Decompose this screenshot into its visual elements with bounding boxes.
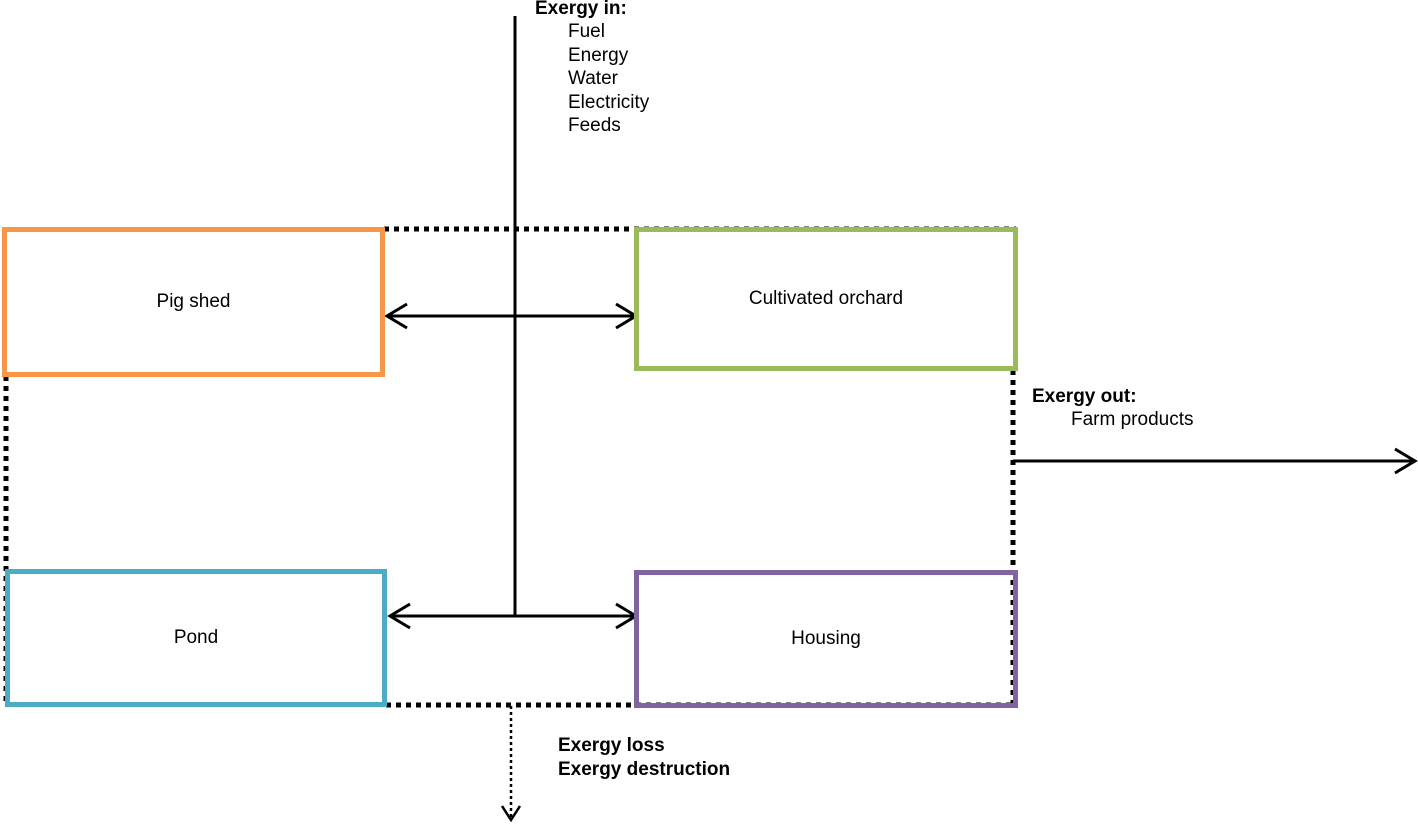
- pig-shed-box: Pig shed: [2, 227, 385, 377]
- pig-shed-label: Pig shed: [156, 291, 231, 312]
- exergy-in-item-electricity: Electricity: [568, 91, 650, 113]
- housing-label: Housing: [791, 628, 861, 649]
- exergy-loss-label: Exergy loss: [558, 735, 665, 756]
- exergy-loss-arrow: [500, 706, 522, 823]
- pond-box: Pond: [5, 569, 387, 707]
- exergy-in-item-feeds: Feeds: [568, 115, 621, 136]
- exergy-in-list: Fuel Energy Water Electricity Feeds: [568, 20, 649, 138]
- exergy-out-heading: Exergy out:: [1032, 386, 1137, 407]
- exergy-in-item-fuel: Fuel: [568, 21, 605, 42]
- cultivated-orchard-label: Cultivated orchard: [748, 288, 904, 309]
- exergy-in-item-water: Water: [568, 68, 618, 89]
- arrowhead-right: [1394, 447, 1418, 475]
- arrowhead-left: [384, 302, 408, 330]
- exergy-out-item-farm-products: Farm products: [1071, 409, 1194, 430]
- pond-label: Pond: [173, 627, 219, 648]
- exergy-out-arrow: [1013, 447, 1418, 475]
- arrowhead-down: [500, 805, 522, 823]
- exergy-destruction-label: Exergy destruction: [558, 759, 731, 780]
- upper-double-arrow: [384, 302, 639, 330]
- lower-double-arrow: [387, 602, 639, 630]
- cultivated-orchard-box: Cultivated orchard: [634, 227, 1018, 371]
- arrowhead-left: [387, 602, 411, 630]
- exergy-in-item-energy: Energy: [568, 44, 629, 66]
- housing-box: Housing: [634, 570, 1018, 708]
- exergy-in-heading: Exergy in:: [535, 0, 627, 19]
